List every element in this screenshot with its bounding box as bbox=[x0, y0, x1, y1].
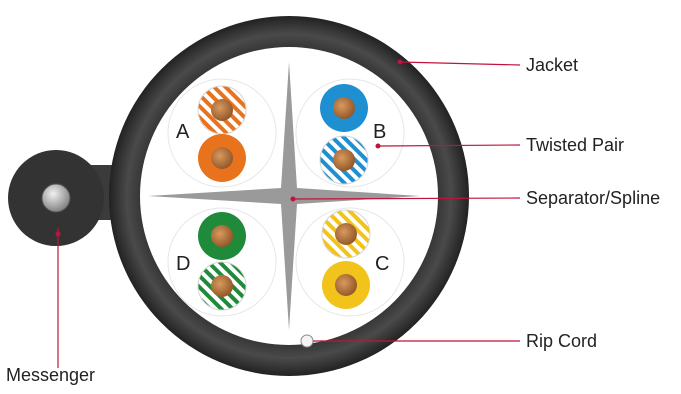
conductor bbox=[335, 223, 357, 245]
pair-d bbox=[197, 212, 247, 311]
label-jacket: Jacket bbox=[526, 55, 578, 75]
conductor bbox=[211, 147, 233, 169]
pair-boundary-d bbox=[167, 207, 277, 317]
label-rip-cord: Rip Cord bbox=[526, 331, 597, 351]
pair-letter-b: B bbox=[373, 121, 386, 143]
leader-separator bbox=[292, 197, 521, 200]
conductor bbox=[211, 225, 233, 247]
separator-spline bbox=[148, 62, 420, 330]
leader-twisted-pair bbox=[377, 144, 521, 147]
pair-boundary-a bbox=[167, 78, 277, 188]
conductor bbox=[211, 99, 233, 121]
pair-boundary-c bbox=[295, 207, 405, 317]
messenger-wire bbox=[41, 183, 71, 213]
pair-c bbox=[321, 209, 371, 309]
leader-dot-twisted-pair bbox=[375, 143, 381, 149]
pair-letter-a: A bbox=[176, 121, 190, 143]
conductor bbox=[333, 149, 355, 171]
leader-dots bbox=[55, 59, 403, 237]
pair-boundaries bbox=[167, 78, 405, 317]
leader-dot-messenger bbox=[55, 231, 61, 237]
leader-dot-separator bbox=[290, 196, 296, 202]
leader-jacket bbox=[399, 61, 521, 66]
pair-letter-c: C bbox=[375, 253, 389, 275]
pair-boundary-b bbox=[295, 78, 405, 188]
leader-lines bbox=[57, 61, 521, 368]
pair-a bbox=[197, 85, 247, 182]
label-messenger: Messenger bbox=[6, 365, 95, 385]
leader-dot-jacket bbox=[397, 59, 403, 65]
label-twisted-pair: Twisted Pair bbox=[526, 135, 624, 155]
pair-b bbox=[319, 84, 369, 185]
conductor bbox=[335, 274, 357, 296]
pair-letter-d: D bbox=[176, 253, 190, 275]
rip-cord bbox=[300, 334, 314, 348]
label-separator: Separator/Spline bbox=[526, 188, 660, 208]
conductor bbox=[333, 97, 355, 119]
conductor bbox=[211, 275, 233, 297]
